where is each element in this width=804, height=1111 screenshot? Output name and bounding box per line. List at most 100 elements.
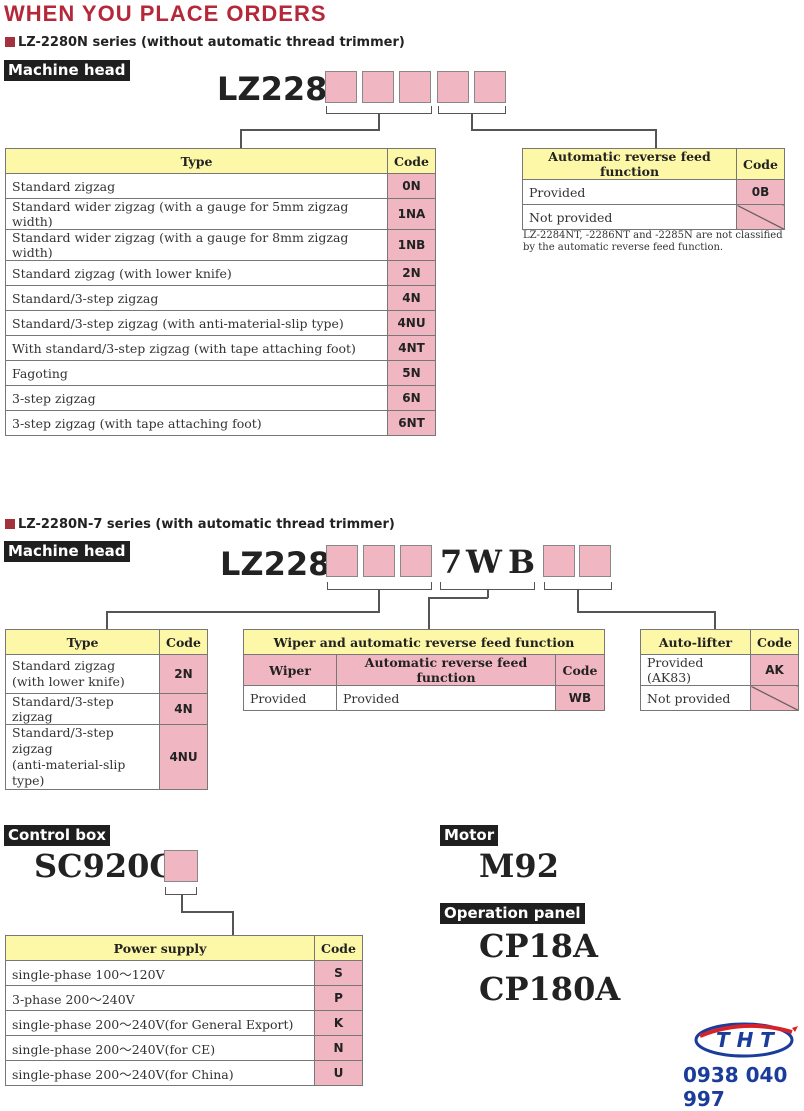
table-row: Standard zigzag(with lower knife) 2N bbox=[4, 654, 208, 694]
type-cell: Fagoting bbox=[4, 360, 389, 386]
series-title-2: LZ-2280N-7 series (with automatic thread… bbox=[5, 517, 395, 532]
model-prefix-1: LZ228 bbox=[217, 70, 328, 108]
code-cell: 4NU bbox=[387, 310, 436, 336]
connector-line bbox=[232, 911, 234, 935]
connector-line bbox=[428, 597, 430, 629]
note-line: LZ-2284NT, -2286NT and -2285N are not cl… bbox=[523, 230, 783, 241]
bullet-square-icon bbox=[5, 519, 15, 529]
operation-panel-model-2: CP180A bbox=[479, 970, 621, 1008]
code-box-type-1 bbox=[325, 71, 357, 103]
phone-number: 0938 040 997 bbox=[683, 1063, 788, 1111]
table-row: single-phase 200～240V(for China)U bbox=[4, 1060, 363, 1086]
tht-logo-icon: T H T bbox=[694, 1022, 798, 1058]
table-row: Standard/3-step zigzag(anti-material-sli… bbox=[4, 724, 208, 790]
code-cell: 6N bbox=[387, 385, 436, 411]
bracket-power bbox=[165, 887, 197, 895]
series-title-1-text: LZ-2280N series (without automatic threa… bbox=[18, 35, 405, 50]
auto-lifter-cell: Provided (AK83) bbox=[639, 654, 752, 686]
wiper-table: Wiper and automatic reverse feed functio… bbox=[243, 629, 605, 711]
power-supply-cell: 3-phase 200～240V bbox=[4, 985, 316, 1011]
code-box-type-3 bbox=[400, 545, 432, 577]
control-box-label: Control box bbox=[4, 825, 110, 846]
code-cell: 0B bbox=[736, 179, 785, 205]
connector-line bbox=[471, 114, 473, 130]
type-cell-line: Standard/3-step zigzag bbox=[12, 725, 114, 756]
code-box-lifter-1 bbox=[543, 545, 575, 577]
table-row: Not provided bbox=[639, 685, 799, 711]
code-box-type-1 bbox=[326, 545, 358, 577]
code-cell: 6NT bbox=[387, 410, 436, 436]
type-cell-line: (anti-material-slip type) bbox=[12, 757, 126, 788]
table-row: 3-step zigzag (with tape attaching foot)… bbox=[4, 410, 436, 436]
code-cell: N bbox=[314, 1035, 363, 1061]
type-cell-line: Standard/3-step zigzag bbox=[12, 694, 114, 724]
code-box-power bbox=[164, 850, 198, 882]
code-header: Code bbox=[387, 148, 436, 174]
bracket-lifter bbox=[544, 582, 612, 590]
operation-panel-model-1: CP18A bbox=[479, 927, 598, 965]
code-cell: 2N bbox=[387, 260, 436, 286]
table-row: With standard/3-step zigzag (with tape a… bbox=[4, 335, 436, 361]
machine-head-label-2: Machine head bbox=[4, 541, 130, 562]
connector-line bbox=[577, 611, 715, 613]
connector-line bbox=[428, 597, 488, 599]
code-header: Code bbox=[314, 935, 363, 961]
code-header: Code bbox=[555, 654, 605, 686]
type-cell: 3-step zigzag bbox=[4, 385, 389, 411]
code-cell: 4NU bbox=[159, 724, 208, 790]
tht-logo: T H T bbox=[692, 1014, 802, 1064]
auto-lifter-cell: Not provided bbox=[639, 685, 752, 711]
reverse-feed-cell: Provided bbox=[336, 685, 556, 711]
type-cell: 3-step zigzag (with tape attaching foot) bbox=[4, 410, 389, 436]
type-header: Type bbox=[4, 148, 389, 174]
motor-model: M92 bbox=[479, 847, 559, 885]
table-row: Standard wider zigzag (with a gauge for … bbox=[4, 229, 436, 261]
connector-line bbox=[240, 129, 380, 131]
connector-line bbox=[487, 590, 489, 598]
classification-note: LZ-2284NT, -2286NT and -2285N are not cl… bbox=[523, 230, 793, 254]
power-supply-header: Power supply bbox=[4, 935, 316, 961]
code-cell: WB bbox=[555, 685, 605, 711]
svg-text:T H T: T H T bbox=[716, 1028, 775, 1052]
series-title-2-text: LZ-2280N-7 series (with automatic thread… bbox=[18, 517, 395, 532]
motor-label: Motor bbox=[440, 825, 499, 846]
type-cell: Standard/3-step zigzag (with anti-materi… bbox=[4, 310, 389, 336]
type-cell: Standard zigzag (with lower knife) bbox=[4, 260, 389, 286]
code-cell: 1NB bbox=[387, 229, 436, 261]
reverse-feed-cell: Provided bbox=[521, 179, 738, 205]
connector-line bbox=[106, 611, 380, 613]
type-cell: Standard/3-step zigzag bbox=[4, 285, 389, 311]
machine-head-label-1: Machine head bbox=[4, 60, 130, 81]
table-row: Standard zigzag (with lower knife)2N bbox=[4, 260, 436, 286]
type-cell-line: Standard zigzag bbox=[12, 658, 116, 673]
type-table-2: Type Code Standard zigzag(with lower kni… bbox=[4, 629, 208, 790]
code-header: Code bbox=[750, 629, 799, 655]
table-row: Standard/3-step zigzag 4N bbox=[4, 693, 208, 725]
type-cell-line: (with lower knife) bbox=[12, 674, 125, 689]
code-box-reverse-1 bbox=[437, 71, 469, 103]
auto-lifter-header: Auto-lifter bbox=[639, 629, 752, 655]
code-cell-none bbox=[750, 685, 799, 711]
type-cell: Standard/3-step zigzag(anti-material-sli… bbox=[4, 724, 161, 790]
reverse-feed-header: Automatic reverse feed function bbox=[521, 148, 738, 180]
code-cell: 4NT bbox=[387, 335, 436, 361]
table-row: Standard wider zigzag (with a gauge for … bbox=[4, 198, 436, 230]
wiper-table-title: Wiper and automatic reverse feed functio… bbox=[243, 629, 605, 655]
bracket-type-1 bbox=[326, 106, 432, 114]
table-row: single-phase 200～240V(for General Export… bbox=[4, 1010, 363, 1036]
control-box-model: SC920C bbox=[34, 847, 175, 885]
power-supply-cell: single-phase 200～240V(for General Export… bbox=[4, 1010, 316, 1036]
code-cell: 4N bbox=[387, 285, 436, 311]
code-cell: P bbox=[314, 985, 363, 1011]
bracket-wiper bbox=[440, 582, 535, 590]
operation-panel-label: Operation panel bbox=[440, 903, 585, 924]
connector-line bbox=[106, 611, 108, 629]
type-cell: Standard/3-step zigzag bbox=[4, 693, 161, 725]
code-box-type-2 bbox=[362, 71, 394, 103]
connector-line bbox=[240, 129, 242, 149]
